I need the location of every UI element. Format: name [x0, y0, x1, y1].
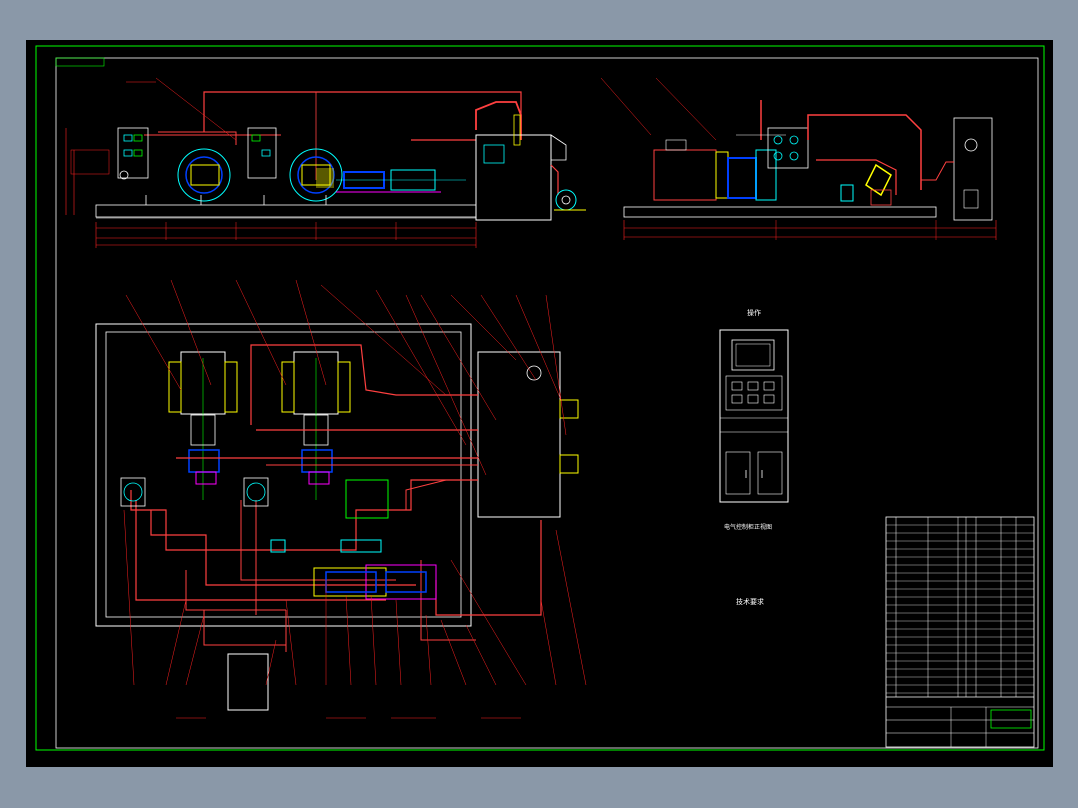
technical-notes-heading: 技术要求 [736, 598, 764, 606]
cabinet-heading: 操作 [747, 309, 761, 317]
corner-box [55, 57, 105, 67]
cad-drawing [35, 45, 1045, 751]
inner-frame [55, 57, 1039, 749]
title-block [885, 516, 1035, 748]
technical-notes [674, 618, 874, 668]
control-cabinet [719, 329, 789, 503]
cabinet-caption: 电气控制柜正视图 [724, 524, 773, 531]
title-block-rows [886, 524, 1034, 694]
drawing-sheet: 操作 电气控制柜正视图 技术要求 [26, 40, 1053, 767]
plan-view [95, 279, 587, 719]
front-elevation [65, 77, 586, 248]
side-elevation [600, 77, 997, 240]
outer-frame [35, 45, 1045, 751]
